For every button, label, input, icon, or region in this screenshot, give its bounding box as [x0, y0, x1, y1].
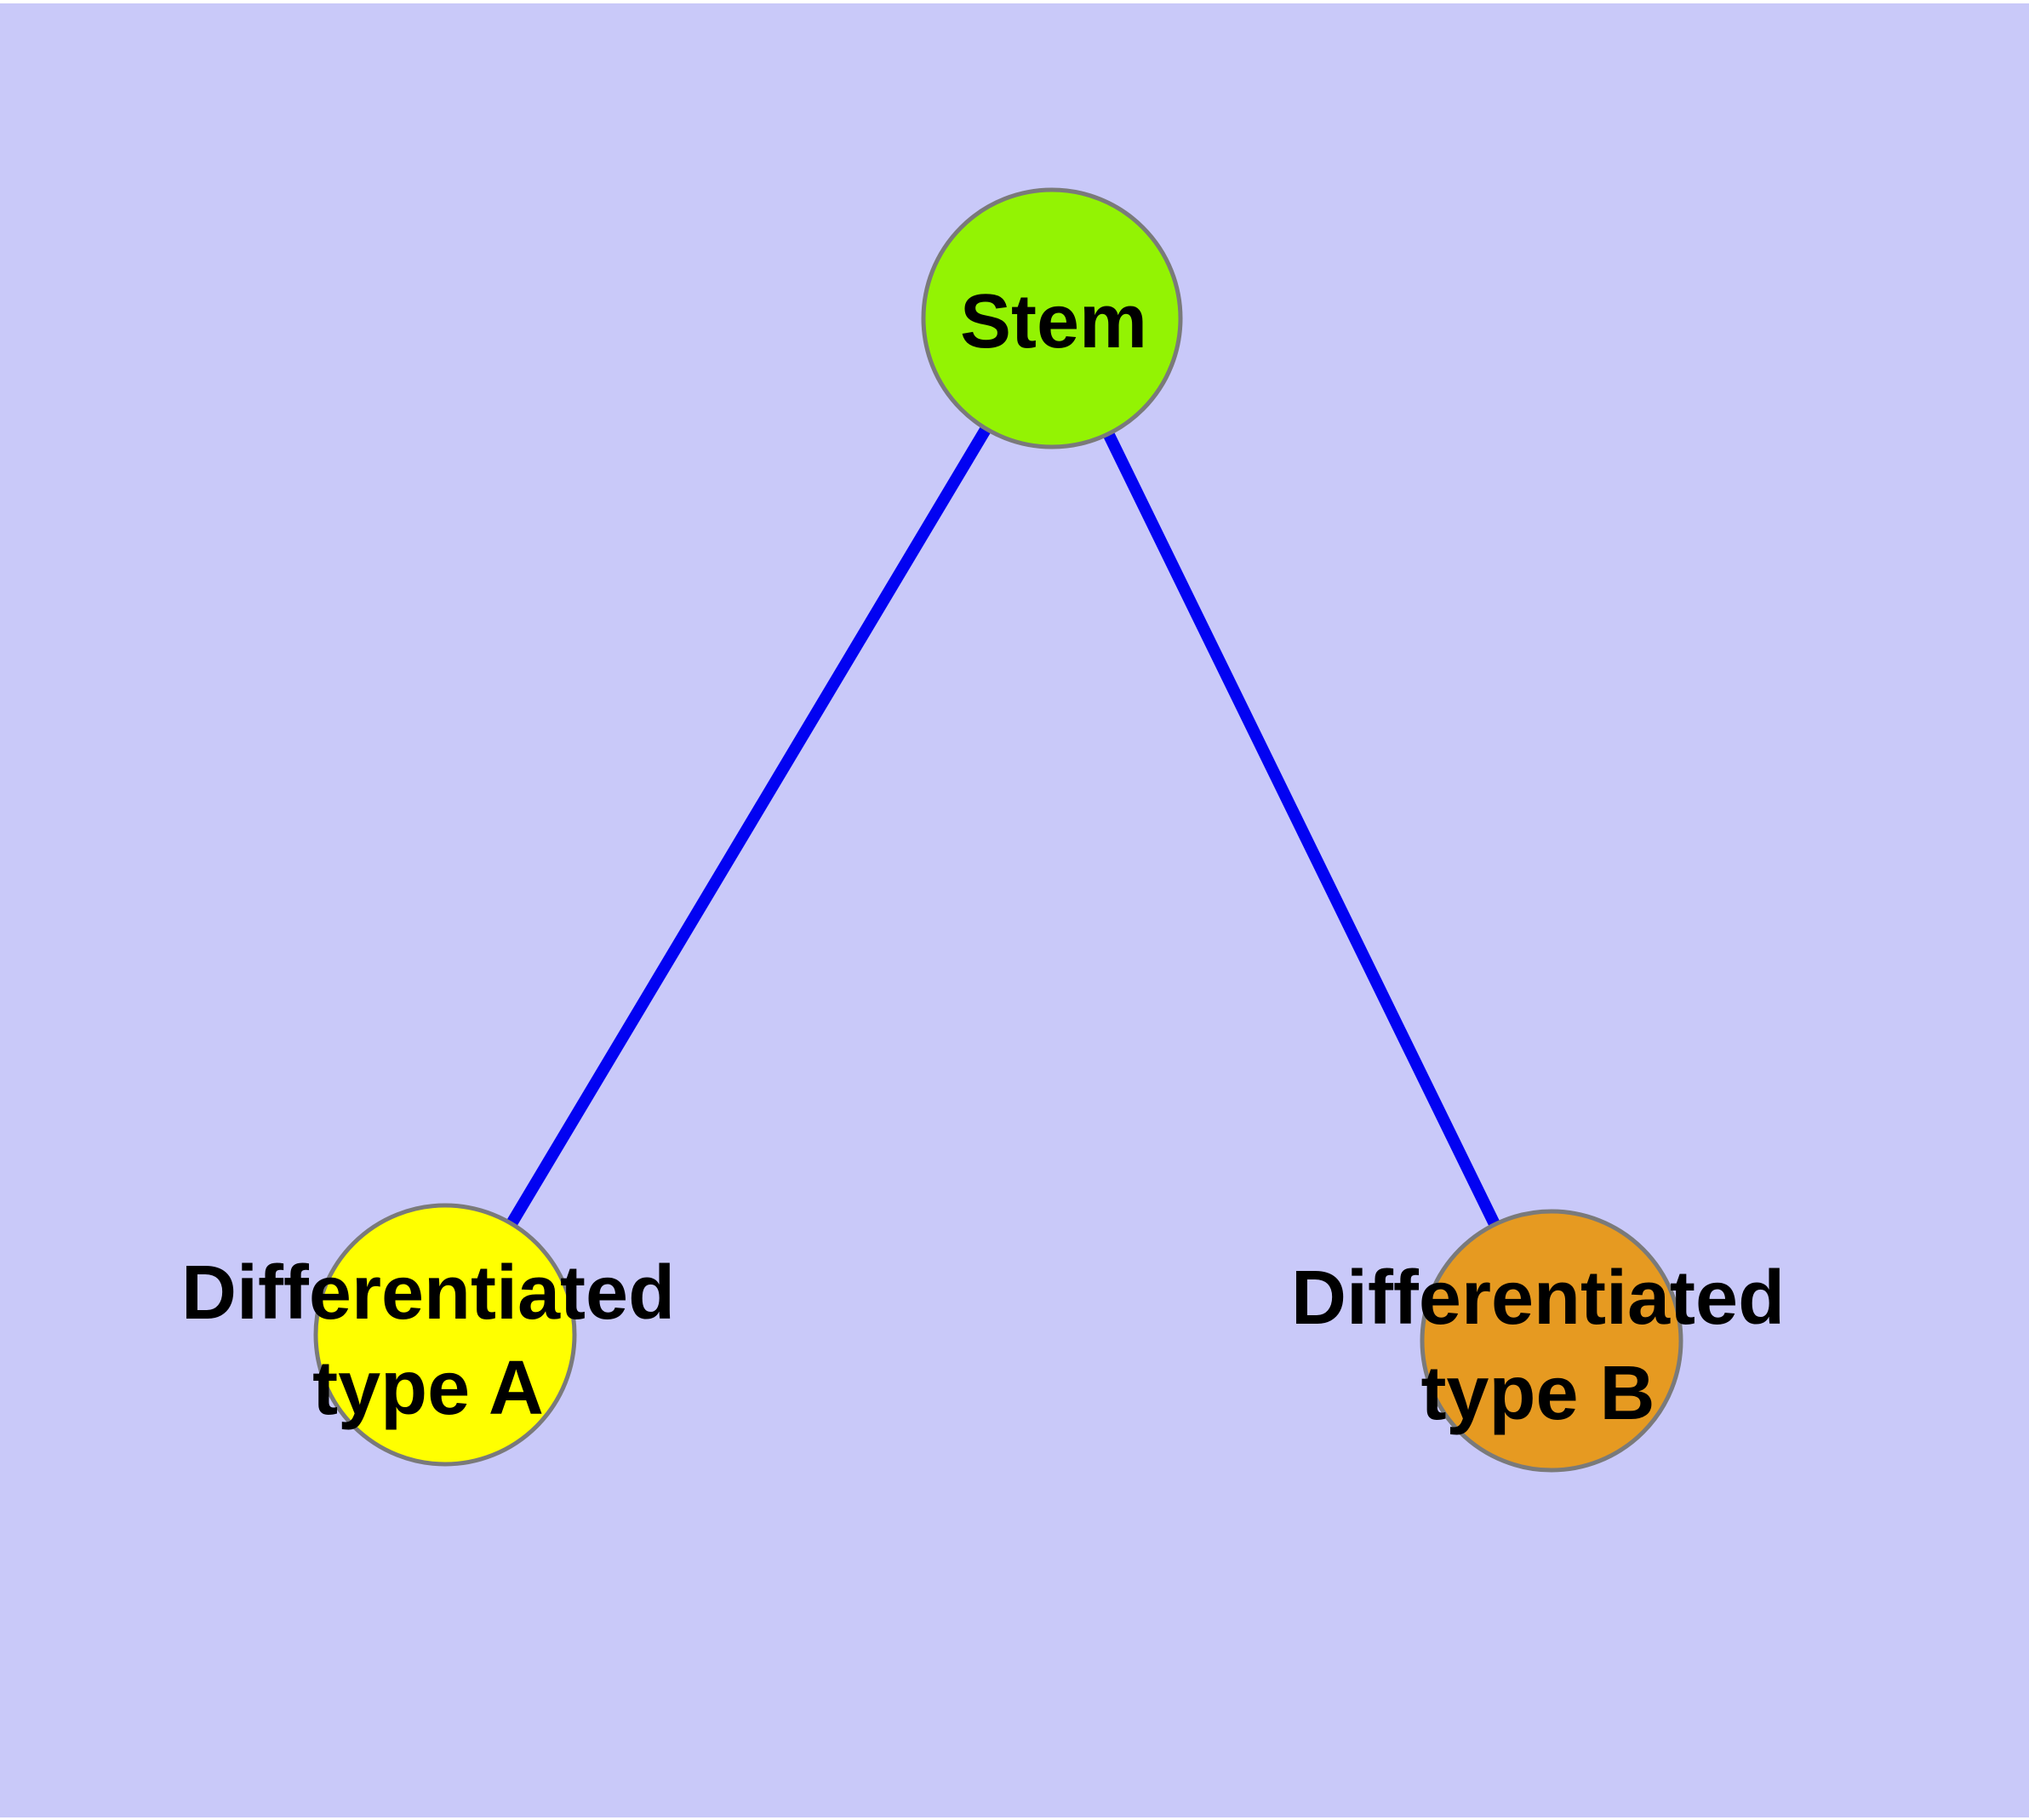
node-label-stem-line: Stem: [959, 279, 1148, 364]
edge-stem-to-type-b: [1046, 315, 1557, 1344]
node-label-line-2: type A: [312, 1346, 544, 1431]
node-label-line-1: Differentiated: [1290, 1256, 1786, 1341]
node-label-differentiated-type-b: Differentiated type B: [1291, 1251, 1785, 1441]
node-label-stem: Stem: [960, 274, 1147, 369]
edge-stem-to-type-a: [439, 315, 1058, 1338]
plot-canvas: Stem Differentiated type A Differentiate…: [0, 3, 2029, 1817]
node-stem: [921, 187, 1183, 449]
node-differentiated-type-a: [313, 1203, 577, 1467]
node-differentiated-type-b: [1420, 1209, 1683, 1473]
node-label-differentiated-type-a: Differentiated type A: [181, 1245, 675, 1436]
node-label-line-2: type B: [1420, 1351, 1655, 1436]
graph-svg: [313, 187, 1683, 1473]
node-label-line-1: Differentiated: [180, 1251, 676, 1336]
